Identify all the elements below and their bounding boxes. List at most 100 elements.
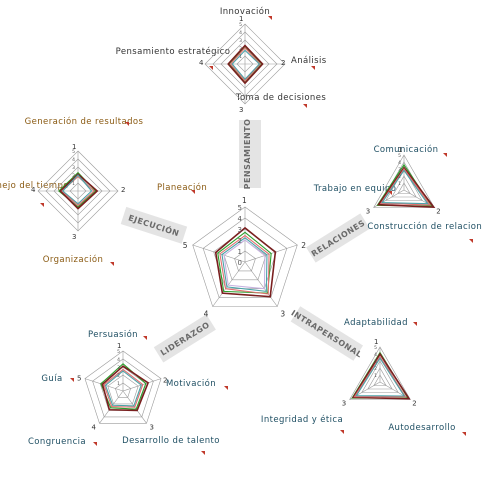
tick-label: 4 <box>374 352 377 358</box>
axis-spoke-4 <box>99 390 124 424</box>
grid-ring-5 <box>84 350 162 424</box>
axis-spoke-5 <box>192 244 246 263</box>
axis-label-manejo-del-tiempo: Manejo del tiempo <box>0 181 69 191</box>
tick-label: 2 <box>239 46 242 52</box>
grid-ring-1 <box>397 182 411 194</box>
tick-label: 3 <box>238 226 242 234</box>
axis-label-autodesarrollo: Autodesarrollo <box>388 423 455 433</box>
series-line-3 <box>103 368 144 408</box>
axis-number-2: 2 <box>436 208 440 216</box>
axis-spoke-3 <box>244 261 278 307</box>
tick-label: 3 <box>398 167 401 173</box>
axis-number-1: 1 <box>239 15 243 23</box>
axis-label-innovacion: Innovación <box>220 6 270 17</box>
tick-label: 5 <box>239 22 242 28</box>
axis-label-congruencia: Congruencia <box>28 437 86 447</box>
corner-marker <box>311 66 315 70</box>
axis-number-1: 1 <box>374 338 378 346</box>
axis-label-toma-de-decisiones-text: Toma de decisiones <box>235 93 327 103</box>
red-corner-markers <box>40 16 473 455</box>
radar-charts: 5432112345432112345432112354321123543211… <box>31 15 441 431</box>
corner-marker <box>40 203 44 207</box>
axis-number-4: 4 <box>91 423 96 431</box>
section-label-intrapersonal: INTRAPERSONAL <box>289 308 363 359</box>
corner-marker <box>388 191 392 195</box>
series-line-5 <box>223 239 266 290</box>
tick-label: 1 <box>239 54 242 60</box>
tick-label: 2 <box>374 366 377 372</box>
section-band-liderazgo: LIDERAZGO <box>153 314 216 363</box>
corner-marker <box>462 432 466 436</box>
tick-label: 5 <box>238 204 242 212</box>
section-band-intrapersonal: INTRAPERSONAL <box>289 306 364 361</box>
corner-marker <box>110 262 114 266</box>
series-line-3 <box>219 234 270 295</box>
series-line-4 <box>61 174 93 205</box>
series-line-2 <box>59 173 99 210</box>
tick-label: 3 <box>72 165 75 171</box>
axis-label-toma-de-decisiones: Toma de decisiones <box>235 93 327 103</box>
corner-marker <box>70 378 74 382</box>
axis-number-2: 2 <box>121 186 125 194</box>
axis-number-2: 2 <box>412 400 416 408</box>
tick-label: 5 <box>72 149 75 155</box>
axis-number-3: 3 <box>342 400 346 408</box>
section-band-pensamiento: PENSAMIENTO <box>239 119 261 190</box>
tick-label: 1 <box>398 181 401 187</box>
corner-marker <box>143 336 147 340</box>
series-line-4 <box>355 357 406 397</box>
axis-number-1: 1 <box>72 143 76 151</box>
section-band-relaciones: RELACIONES <box>306 213 370 263</box>
axis-label-planeacion: Planeación <box>157 182 207 193</box>
series-line-4 <box>231 49 261 81</box>
series-line-2 <box>227 44 264 85</box>
series-line-4 <box>104 370 142 407</box>
axis-number-5: 5 <box>77 375 81 383</box>
axis-label-guia: Guía <box>41 374 62 384</box>
series-line-1 <box>100 363 147 410</box>
tick-label: 2 <box>238 237 242 245</box>
axis-spoke-2 <box>122 378 162 392</box>
grid-ring-2 <box>107 374 139 405</box>
tick-label: 2 <box>398 174 401 180</box>
grid-ring-2 <box>391 175 417 198</box>
grid-ring-1 <box>234 250 256 272</box>
series-line-2 <box>351 352 411 400</box>
axis-spoke-4 <box>212 261 246 307</box>
corner-marker <box>93 442 97 446</box>
axis-label-comunicacion: Comunicación <box>374 144 439 155</box>
axis-label-motivacion: Motivación <box>166 378 216 389</box>
corner-marker <box>268 16 272 20</box>
tick-label: 4 <box>72 157 75 163</box>
axis-number-2: 2 <box>163 377 167 385</box>
axis-number-1: 1 <box>398 146 402 154</box>
axis-label-adaptabilidad: Adaptabilidad <box>344 318 408 328</box>
grid-ring-4 <box>92 358 154 418</box>
series-line-3 <box>379 168 432 206</box>
axis-label-desarrollo-de-talento: Desarrollo de talento <box>122 436 220 446</box>
tick-label: 5 <box>398 153 401 159</box>
section-label-relaciones: RELACIONES <box>310 218 367 258</box>
series-line-1 <box>217 231 272 294</box>
section-label-pensamiento: PENSAMIENTO <box>243 119 252 190</box>
axis-number-3: 3 <box>150 423 154 431</box>
axis-number-4: 4 <box>204 309 209 318</box>
series-line-2 <box>377 166 436 209</box>
tick-label: 1 <box>238 248 242 256</box>
tick-label: 1 <box>117 381 120 387</box>
grid-ring-1 <box>115 382 131 398</box>
grid-ring-4 <box>202 217 288 298</box>
tick-label: 0 <box>238 259 242 267</box>
corner-marker <box>413 322 417 326</box>
tick-label: 4 <box>117 357 120 363</box>
corner-marker <box>125 122 129 126</box>
corner-marker <box>469 239 473 243</box>
axis-label-construccion-de-relaciones: Construcción de relaciones <box>367 221 482 232</box>
